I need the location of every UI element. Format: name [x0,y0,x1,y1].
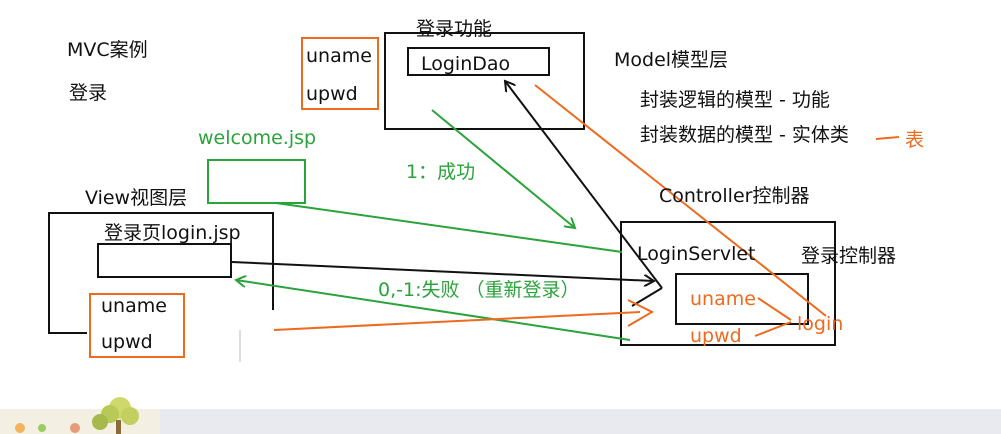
arrow-dao-to-servlet [431,109,575,228]
controller-desc: 登录控制器 [801,245,897,267]
model-line-2: 封装数据的模型 - 实体类 [640,124,849,146]
controller-inner-box [675,273,809,325]
mvc-title: MVC案例 [67,39,148,61]
table-label: 表 [905,129,925,151]
line-uname-to-login [757,297,792,321]
success-label: 1：成功 [406,161,476,183]
tree-mascot-icon [0,397,160,434]
logindao-label: LoginDao [421,53,511,75]
dao-title: 登录功能 [416,18,493,40]
arrow-form-to-servlet [231,261,654,281]
top-fields-box [301,37,379,110]
login-title: 登录 [69,82,108,104]
bottom-strip [0,409,1001,434]
welcome-label: welcome.jsp [198,127,317,149]
welcome-box [207,159,306,204]
line-dao-to-login [534,84,827,317]
line-servlet-to-welcome [275,202,623,253]
view-page-label: 登录页login.jsp [104,222,241,244]
controller-login-label: login [797,313,844,335]
servlet-label: LoginServlet [637,243,756,265]
dao-outer-box [384,32,585,130]
line-upwd-to-login [754,321,792,337]
view-upwd-label: upwd [101,331,153,353]
model-line-1: 封装逻辑的模型 - 功能 [640,89,830,111]
arrow-servlet-to-dao [505,81,663,289]
top-uname-label: uname [306,45,372,67]
line-servlet-down [631,287,663,307]
view-fields-box [89,293,185,358]
orange-chevron [627,299,655,327]
view-title: View视图层 [85,187,188,209]
model-title: Model模型层 [614,49,729,71]
view-outer-box [48,212,274,334]
line-view-to-controller [273,311,641,331]
line-entity-to-table [875,136,900,140]
controller-uname-label: uname [690,288,756,310]
controller-outer-box [620,221,836,346]
controller-title: Controller控制器 [659,185,810,207]
top-upwd-label: upwd [306,83,358,105]
arrow-failure-to-view [236,280,631,341]
logindao-box [407,47,550,76]
failure-label: 0,-1:失败 （重新登录） [378,279,580,301]
login-form-box [97,243,232,278]
controller-upwd-label: upwd [690,325,742,347]
view-uname-label: uname [101,295,167,317]
